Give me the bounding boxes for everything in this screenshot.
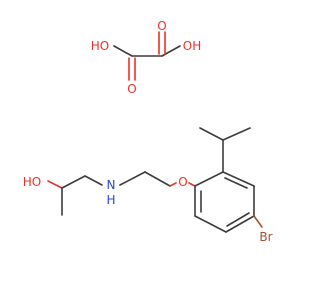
atom-label-br: Br bbox=[259, 230, 272, 244]
structure-canvas: HO OH O O HO N H O bbox=[23, 19, 273, 244]
bond-c4-o bbox=[169, 182, 177, 187]
bond-ring-4 bbox=[225, 215, 255, 233]
bond-ring-2 bbox=[222, 171, 255, 187]
bond-n-c3 bbox=[119, 171, 146, 186]
oxalic-acid: HO OH O O bbox=[91, 19, 201, 96]
atom-label-o-top: O bbox=[157, 19, 166, 33]
atom-label-o-bottom: O bbox=[127, 82, 136, 96]
bond-o-c1 bbox=[47, 180, 63, 189]
atom-label-oh-oxalic: OH bbox=[183, 39, 201, 53]
bond-ch-methyl-right bbox=[222, 127, 251, 141]
bond-ring-double-b bbox=[224, 177, 248, 189]
atom-label-h-amine: H bbox=[106, 193, 115, 207]
bond-ring-br bbox=[253, 215, 263, 228]
bond-c1-c2 bbox=[61, 175, 86, 189]
atom-label-ho-oxalic: HO bbox=[91, 39, 109, 53]
bond-c3-c4 bbox=[144, 171, 171, 187]
atom-label-o-ether: O bbox=[178, 175, 187, 189]
bond-ch-methyl-left bbox=[199, 127, 224, 141]
atom-label-ho-alcohol: HO bbox=[23, 175, 41, 189]
bond-c2-n bbox=[84, 175, 103, 186]
bond-ring-double-c bbox=[226, 212, 250, 227]
main-molecule: HO N H O Br bbox=[23, 127, 273, 244]
atom-label-n: N bbox=[107, 178, 116, 192]
bond-ring-5 bbox=[194, 215, 227, 233]
bond-ring-1 bbox=[194, 171, 224, 187]
bond-c-oh-left bbox=[113, 45, 133, 57]
molecule-diagram: HO OH O O HO N H O bbox=[23, 19, 273, 244]
bond-o-ring bbox=[188, 182, 196, 187]
